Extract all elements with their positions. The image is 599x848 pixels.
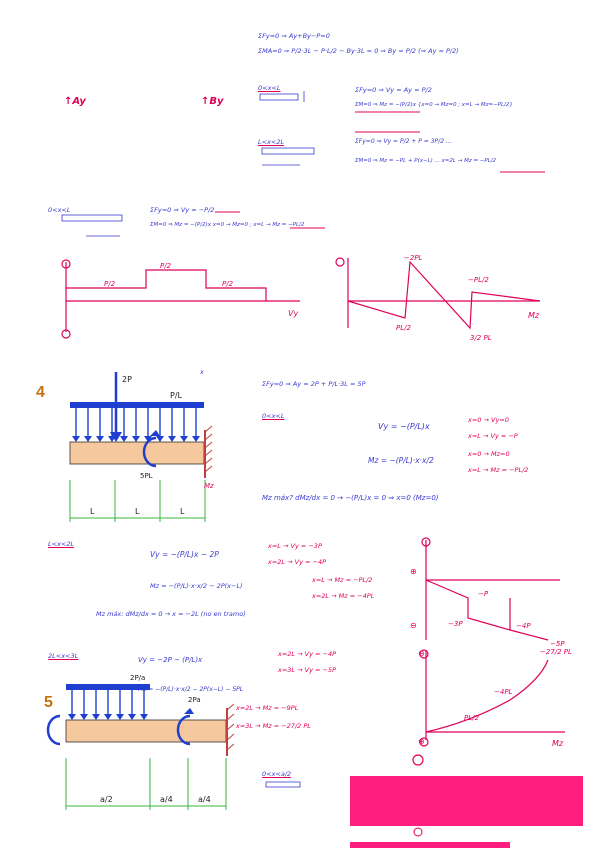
p4-seg1-m: Mz = −(P/L)·x·x/2 (368, 456, 434, 465)
p4-load-dist: P/L (170, 391, 183, 400)
p4-shear-d: −5P (550, 640, 565, 648)
p5-span-3: a/4 (198, 795, 211, 804)
p4-span-3: L (180, 507, 185, 516)
p4-seg3-header: 2L<x<3L (48, 652, 79, 660)
p4-span-2: L (135, 507, 140, 516)
moment-1-label-d: 3/2 PL (470, 334, 492, 342)
p4-coord: x (199, 369, 204, 376)
p4-shear-c: −4P (516, 622, 531, 630)
p4-moment-plus: ⊕ (418, 737, 425, 746)
segment-left-header: 0<x<L (48, 206, 71, 214)
problem-5-number: 5 (44, 694, 53, 711)
p4-seg2-v-case2: x=2L → Vy = −4P (268, 558, 327, 566)
redaction-strip (350, 842, 510, 848)
segment-left-line2: ΣM=0 ⇒ Mz = −(P/2)x x=0 → Mz=0 ; x=L → M… (150, 222, 305, 228)
segment-l-2l-line2: ΣM=0 ⇒ Mz = −PL + P(x−L) ... x=2L → Mz =… (355, 158, 497, 164)
p5-span-1: a/2 (100, 795, 113, 804)
p5-span-2: a/4 (160, 795, 173, 804)
p4-moment-axis: Mz (552, 739, 564, 748)
p4-seg1-v-case2: x=L → Vy = −P (468, 432, 518, 440)
p4-seg3-m-case1: x=2L → Mz = −9PL (236, 704, 299, 712)
segment-0-l-line1: ΣFy=0 ⇒ Vy = Ay = P/2 (355, 86, 432, 94)
p4-seg1-v: Vy = −(P/L)x (378, 422, 430, 431)
shear-1-axis: Vy (288, 309, 298, 318)
p4-seg1-max: Mz máx? dMz/dx = 0 → −(P/L)x = 0 ⇒ x=0 (… (262, 494, 439, 502)
segment-header-0-l: 0<x<L (258, 84, 281, 92)
shear-1-label-b: P/2 (160, 262, 172, 270)
p4-seg1-m-case1: x=0 → Mz=0 (468, 450, 510, 458)
p4-seg2-m: Mz = −(P/L)·x·x/2 − 2P(x−L) (150, 582, 243, 590)
p4-seg2-m-case2: x=2L → Mz = −4PL (312, 592, 375, 600)
segment-0-l-line2: ΣM=0 ⇒ Mz = −(P/2)x {x=0 → Mz=0 ; x=L → … (355, 102, 513, 108)
p4-seg2-m-case1: x=L → Mz = −PL/2 (312, 576, 373, 584)
p5-load: 2P/a (130, 674, 145, 682)
p4-seg2-v-case1: x=L → Vy = −3P (268, 542, 322, 550)
p4-seg2-header: L<x<2L (48, 540, 75, 548)
segment-header-l-2l: L<x<2L (258, 138, 285, 146)
p4-shear-b: −3P (448, 620, 463, 628)
p4-seg3-m: Mz = −(P/L)·x·x/2 − 2P(x−L) − 5PL (138, 686, 244, 693)
p4-seg1-v-case1: x=0 → Vy=0 (468, 416, 509, 424)
p5-seg-header: 0<x<a/2 (262, 770, 292, 778)
equation-sum-ma: ΣMA=0 ⇒ P/2·3L − P·L/2 − By·3L = 0 ⇒ By … (258, 47, 459, 55)
p4-seg3-m-case2: x=3L → Mz = −27/2 PL (236, 722, 311, 730)
problem-4-number: 4 (36, 384, 45, 401)
shear-1-label-a: P/2 (104, 280, 116, 288)
p4-seg3-v: Vy = −2P − (P/L)x (138, 656, 203, 664)
segment-l-2l-line1: ΣFy=0 ⇒ Vy = P/2 + P = 3P/2 ... (355, 138, 452, 145)
p4-seg3-v-case1: x=2L → Vy = −4P (278, 650, 337, 658)
p4-span-1: L (90, 507, 95, 516)
p4-seg2-v: Vy = −(P/L)x − 2P (150, 550, 219, 559)
p4-seg1-m-case2: x=L → Mz = −PL/2 (468, 466, 529, 474)
p4-shear-a: −P (478, 590, 489, 598)
p4-shear-minus: ⊖ (410, 621, 417, 630)
reaction-ay: ↑Ay (64, 96, 86, 107)
p4-shear-plus: ⊕ (410, 567, 417, 576)
p4-reaction: Mz (204, 482, 214, 490)
moment-1-label-c: PL/2 (396, 324, 411, 332)
equation-sum-fy: ΣFy=0 ⇒ Ay+By−P=0 (258, 32, 330, 40)
segment-left-line1: ΣFy=0 ⇒ Vy = −P/2 (150, 206, 215, 214)
p4-moment: 5PL (140, 472, 153, 480)
shear-1-label-c: P/2 (222, 280, 234, 288)
moment-1-label-b: −PL/2 (468, 276, 489, 284)
p5-moment: 2Pa (188, 696, 201, 704)
p4-seg3-v-case2: x=3L → Vy = −5P (278, 666, 337, 674)
moment-1-axis: Mz (528, 311, 540, 320)
p4-seg2-max: Mz máx: dMz/dx = 0 → x = −2L (no en tram… (96, 610, 246, 618)
p4-moment-minus: ⊖ (418, 649, 425, 658)
p4-moment-c: −27/2 PL (540, 648, 572, 656)
p4-load-point: 2P (122, 375, 132, 384)
redaction-block (350, 776, 583, 826)
reaction-by: ↑By (201, 96, 224, 107)
p4-moment-b: −4PL (494, 688, 513, 696)
p4-moment-a: PL/2 (464, 714, 479, 722)
p4-sum: ΣFy=0 ⇒ Ay = 2P + P/L·3L = 5P (262, 380, 366, 388)
p4-seg1-header: 0<x<L (262, 412, 285, 420)
moment-1-label-a: −2PL (404, 254, 423, 262)
